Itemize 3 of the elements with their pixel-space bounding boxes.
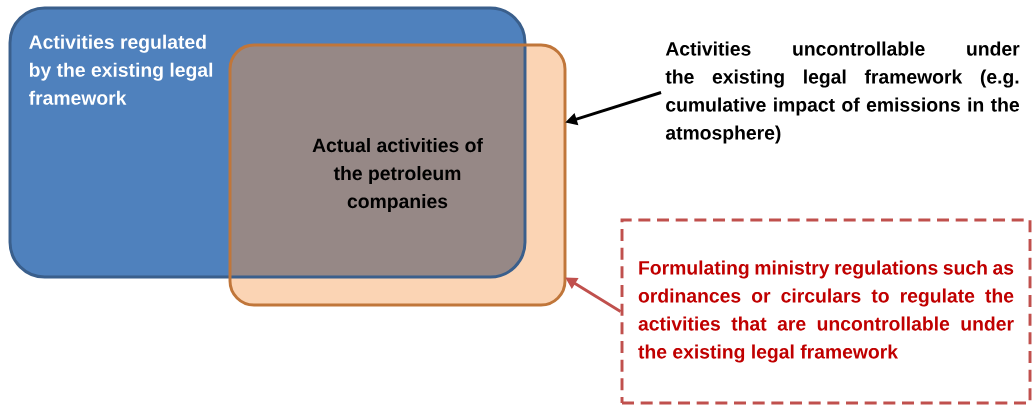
rounded-box: Actual activities of the petroleum companies [228,43,567,307]
annotation-text: Activities uncontrollable under the existing legal framework (e.g. cumulative impact of emissions in the atmosphere) [665,41,1020,144]
dashed-box: Formulating ministry regulations such as ordinances or circulars to regulate the activities that are uncontrollable under the existing legal framework [620,218,1032,405]
